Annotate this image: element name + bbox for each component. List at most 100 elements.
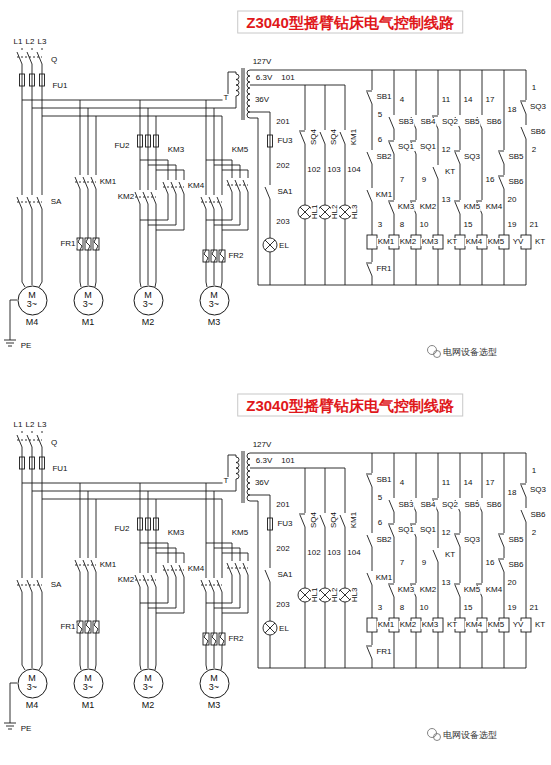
wire (270, 147, 271, 185)
wire-number: 102 (306, 166, 321, 174)
component-label: YV (512, 621, 525, 629)
wire (176, 165, 177, 180)
wire (410, 584, 416, 585)
wire (42, 499, 222, 500)
component-label: EL (278, 242, 290, 250)
wire (389, 500, 394, 512)
motor-outline (134, 669, 163, 698)
wire (345, 219, 346, 285)
wire-number: 18 (507, 106, 518, 114)
wire (454, 534, 460, 535)
wire (227, 563, 232, 575)
wire (80, 572, 81, 621)
wire (482, 70, 483, 115)
component-label: SB6 (507, 561, 524, 569)
wire (148, 165, 176, 166)
wire (460, 597, 461, 618)
fuse-symbol (40, 74, 45, 86)
wire (42, 74, 43, 86)
wire (460, 547, 461, 583)
wire (394, 154, 395, 200)
wire (455, 535, 460, 547)
wire (206, 543, 232, 544)
wire (521, 485, 526, 497)
wire (476, 201, 482, 202)
wire-number: 17 (485, 479, 496, 487)
wire (250, 495, 270, 496)
wire (242, 451, 243, 503)
wire (498, 559, 504, 560)
component-label: SB2 (375, 153, 392, 161)
wire (156, 204, 157, 282)
wire (8, 729, 12, 730)
component-label: L2 (25, 38, 36, 46)
wire (214, 645, 215, 665)
wire (520, 484, 526, 485)
lamp-symbol (318, 205, 332, 219)
wire (88, 491, 89, 558)
wire (388, 201, 394, 202)
wire (235, 180, 240, 192)
wire (42, 447, 43, 457)
wire (32, 282, 33, 285)
component-label: SB2 (375, 536, 392, 544)
wire (265, 570, 270, 582)
wire (320, 207, 330, 217)
wire (96, 250, 97, 282)
wire (32, 457, 33, 469)
component-label: KM5 (487, 238, 505, 246)
wire (270, 518, 271, 530)
component-label: KM2 (117, 193, 135, 201)
wire (155, 282, 156, 287)
wire (156, 518, 157, 530)
wire (345, 468, 346, 513)
wire (214, 262, 215, 282)
wire (22, 431, 23, 433)
component-label: FR1 (59, 623, 76, 631)
wire (140, 483, 141, 518)
mechanical-link (17, 57, 42, 58)
wire-number: 8 (399, 604, 405, 612)
motor-outline (18, 286, 47, 315)
thermal-relay-heater (219, 250, 225, 262)
component-label: KM2 (399, 238, 417, 246)
thermal-relay-heater (203, 250, 209, 262)
wire (372, 276, 373, 285)
wire (156, 135, 157, 147)
component-label: KM4 (485, 586, 503, 594)
component-label: KM5 (231, 529, 249, 537)
wire (206, 282, 207, 287)
wire (221, 282, 222, 287)
component-label: SB6 (507, 178, 524, 186)
fuse-symbol (40, 457, 45, 469)
wire-number: 8 (399, 221, 405, 229)
wire (526, 497, 527, 508)
wire (300, 590, 310, 600)
wire (140, 220, 168, 221)
wire (222, 553, 248, 554)
wire-number: 20 (507, 196, 518, 204)
wire (498, 176, 504, 177)
wire (214, 209, 215, 250)
mechanical-link (75, 182, 96, 183)
wire (372, 659, 373, 668)
wire (438, 129, 439, 165)
watermark-icon (428, 729, 437, 738)
wire-number: 7 (399, 176, 405, 184)
motor-text-holder: M 3~ (199, 285, 230, 316)
motor-outline (74, 669, 103, 698)
wire (367, 573, 372, 585)
wire (250, 118, 526, 285)
wire (206, 645, 207, 665)
wire (214, 592, 215, 633)
wire (410, 524, 416, 525)
wire (526, 453, 527, 483)
component-label: SB5 (507, 536, 524, 544)
lamp-symbol (338, 588, 352, 602)
wire-number: 11 (441, 479, 451, 487)
wire-number: 21 (529, 604, 540, 612)
wire (78, 238, 82, 250)
component-label: KM2 (399, 621, 417, 629)
wire (201, 580, 206, 592)
component-label: KT (446, 621, 458, 629)
